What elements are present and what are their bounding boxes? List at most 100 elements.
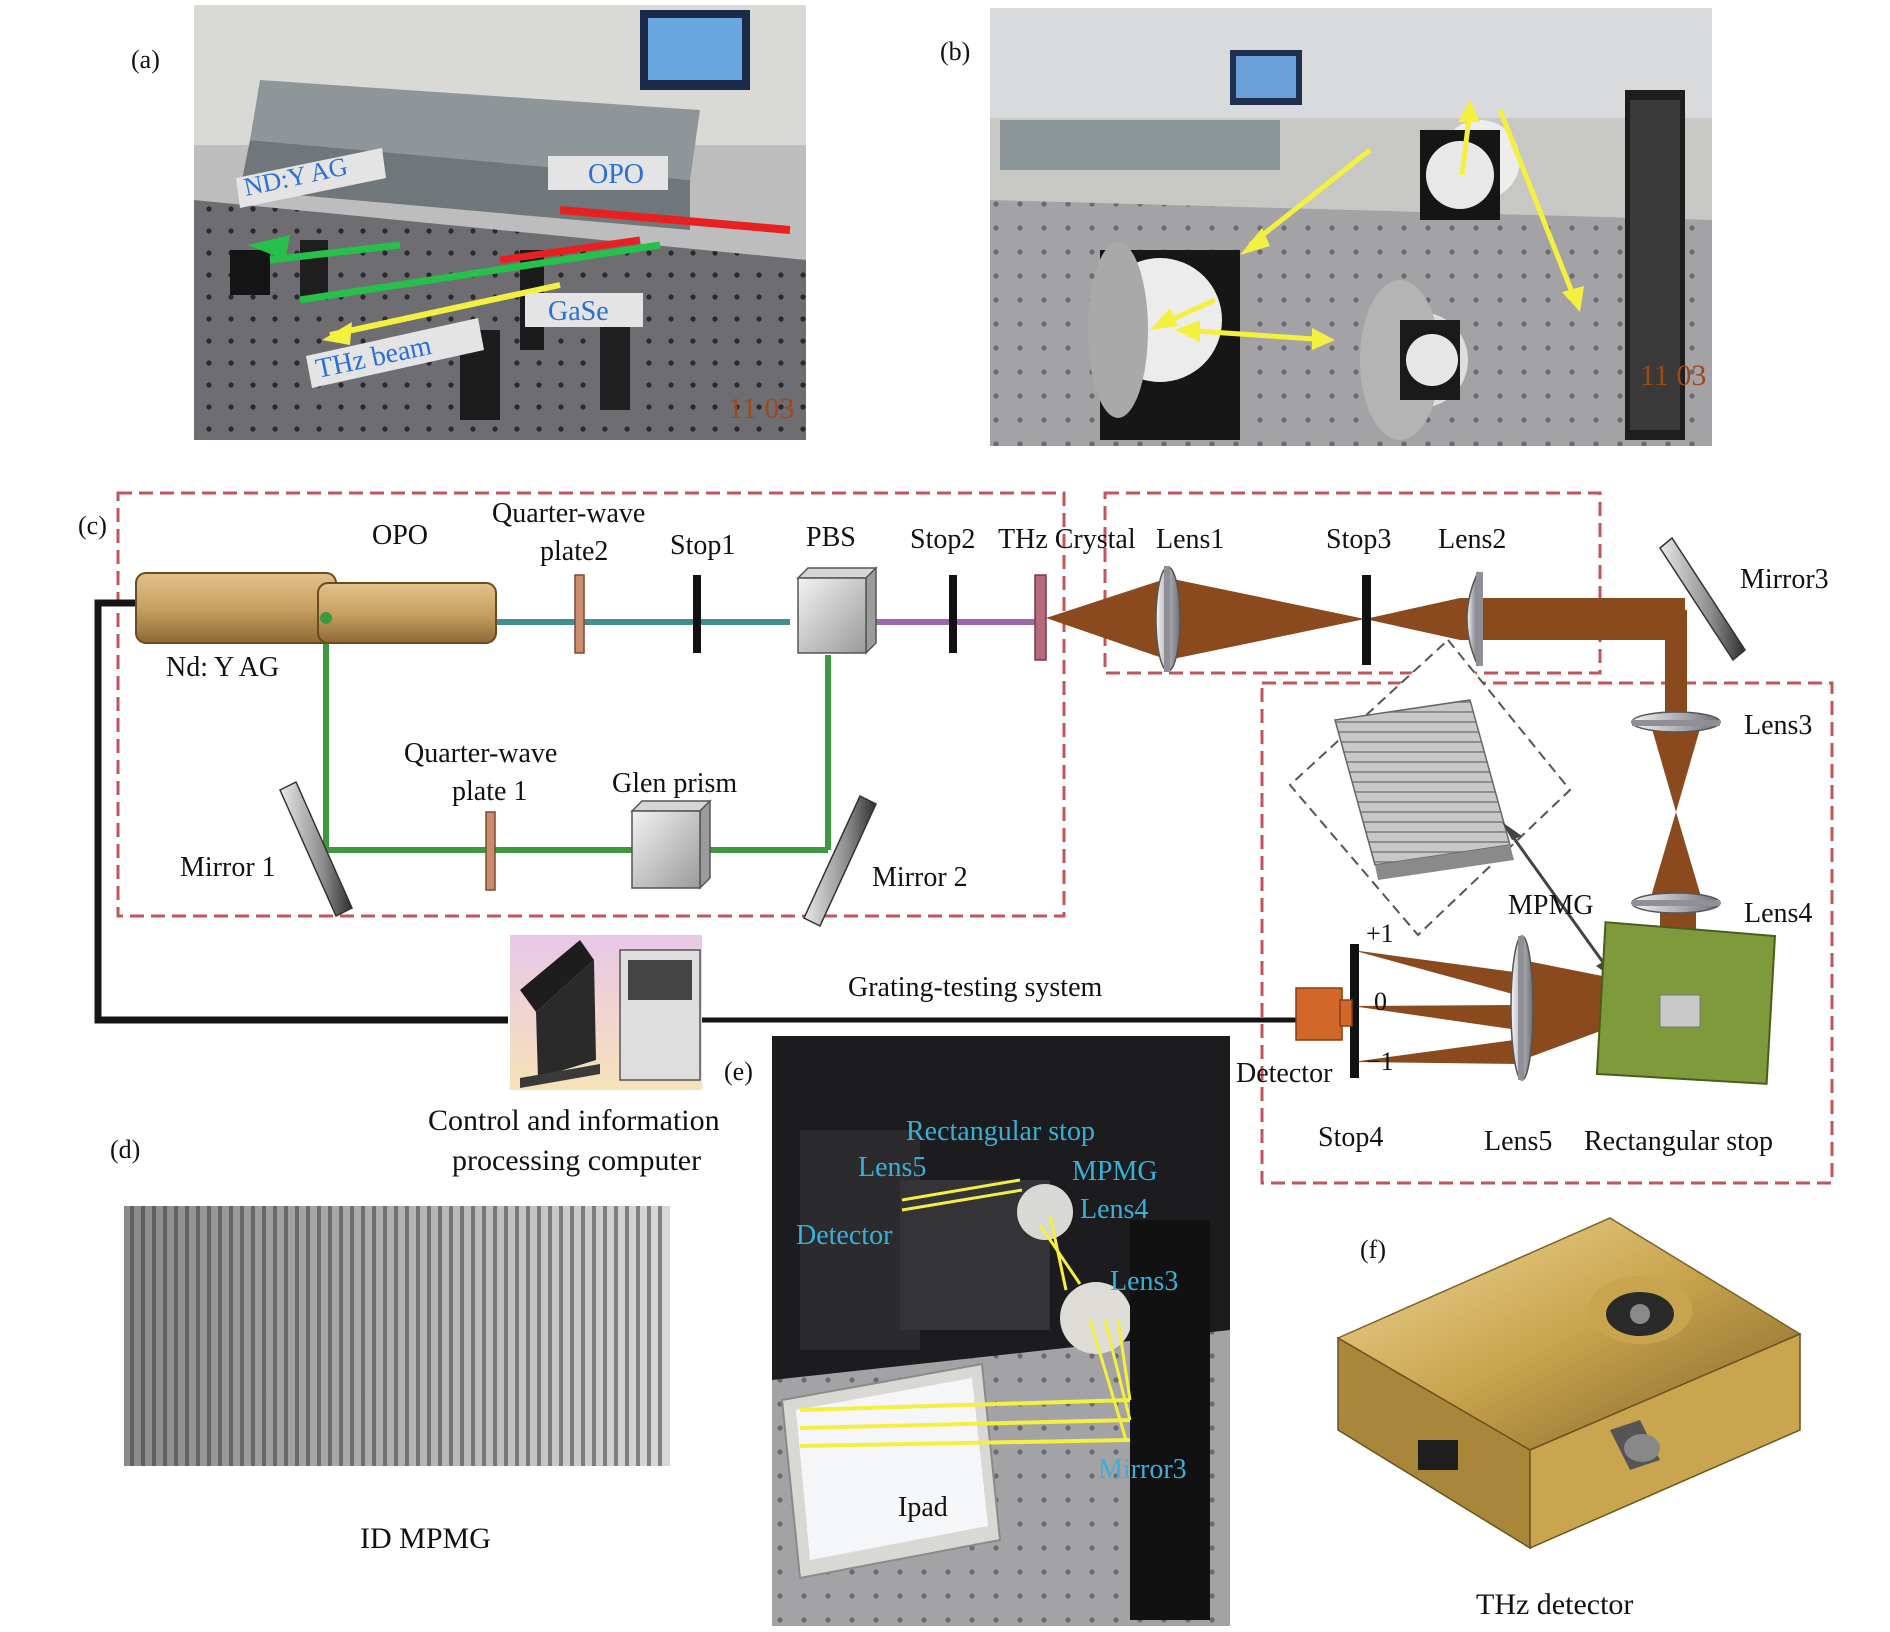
label-lens3: Lens3: [1744, 710, 1812, 741]
grating-stripe: [372, 1206, 376, 1466]
grating-stripe: [328, 1206, 332, 1466]
panel-b-letter: (b): [940, 37, 970, 66]
label-stop2: Stop2: [910, 524, 975, 555]
grating-stripe: [625, 1206, 629, 1466]
label-mpmg: MPMG: [1508, 890, 1594, 921]
grating-stripe: [603, 1206, 607, 1466]
grating-stripe: [284, 1206, 288, 1466]
panel-e-photo: Rectangular stop Lens5 MPMG Lens4 Detect…: [772, 1036, 1230, 1626]
grating-stripe: [196, 1206, 200, 1466]
panel-d-photo: [124, 1206, 670, 1466]
grating-stripe: [251, 1206, 255, 1466]
grating-test-dashed-box: [1260, 681, 1834, 1185]
grating-stripe: [614, 1206, 618, 1466]
label-glen-prism: Glen prism: [612, 768, 737, 799]
panel-f-photo: [1336, 1217, 1802, 1550]
source-dashed-box: [116, 491, 1066, 918]
panel-b: (b): [940, 8, 1712, 446]
grating-stripe: [361, 1206, 365, 1466]
label-qwp2-line1: Quarter-wave: [492, 498, 645, 529]
label-order-plus1: +1: [1366, 919, 1394, 948]
detector-block: [1295, 987, 1353, 1041]
lens-1: [1155, 566, 1181, 672]
grating-stripe: [449, 1206, 453, 1466]
grating-plate: [1595, 921, 1777, 1085]
photo-b-stamp: 11 03: [1640, 359, 1706, 392]
stop-4: [1350, 944, 1359, 1078]
thz-focus-dashed-box: [1103, 491, 1602, 675]
grating-stripe: [350, 1206, 354, 1466]
panel-e-letter: (e): [724, 1057, 753, 1086]
mirror-1: [279, 780, 353, 918]
lens-5: [1510, 935, 1534, 1081]
lens-4: [1631, 892, 1721, 914]
photo-e-lens5-label: Lens5: [858, 1152, 926, 1183]
label-computer-line2: processing computer: [452, 1144, 701, 1177]
panel-a-letter: (a): [131, 45, 160, 74]
photo-a-gase-label: GaSe: [548, 296, 609, 327]
panel-f-caption: THz detector: [1476, 1588, 1633, 1621]
grating-stripes: [130, 1206, 662, 1466]
panel-f-letter: (f): [1360, 1235, 1386, 1264]
panel-b-photo: 11 03: [990, 8, 1712, 446]
control-computer: [510, 935, 702, 1090]
grating-stripe: [504, 1206, 508, 1466]
label-order-zero: 0: [1374, 987, 1387, 1016]
grating-stripe: [306, 1206, 310, 1466]
grating-stripe: [174, 1206, 178, 1466]
quarter-wave-plate-1: [485, 811, 496, 891]
grating-stripe: [482, 1206, 486, 1466]
grating-stripe: [141, 1206, 145, 1466]
label-thz-crystal: THz Crystal: [998, 524, 1136, 555]
glen-prism: [630, 799, 712, 890]
grating-stripe: [548, 1206, 552, 1466]
panel-d: (d) ID MPMG: [110, 1135, 670, 1555]
mirror-2: [803, 794, 877, 928]
grating-stripe: [526, 1206, 530, 1466]
grating-stripe: [471, 1206, 475, 1466]
grating-stripe: [163, 1206, 167, 1466]
grating-stripe: [515, 1206, 519, 1466]
photo-e-mpmg-label: MPMG: [1072, 1156, 1158, 1187]
label-stop4: Stop4: [1318, 1122, 1383, 1153]
photo-a-stamp: 11 03: [728, 392, 794, 425]
label-computer-line1: Control and information: [428, 1104, 720, 1137]
ndyag-opo-laser: [135, 572, 497, 644]
grating-stripe: [416, 1206, 420, 1466]
control-cable: [94, 599, 508, 1024]
grating-stripe: [559, 1206, 563, 1466]
panel-a-photo: ND:Y AG OPO GaSe THz beam 11 03: [194, 5, 806, 440]
thz-crystal: [1034, 574, 1047, 661]
mirror-3: [1659, 536, 1746, 662]
mpmg-inset: [1288, 638, 1572, 937]
pbs-cube: [796, 566, 878, 655]
panel-c: (c): [78, 491, 1834, 1185]
grating-stripe: [229, 1206, 233, 1466]
grating-stripe: [295, 1206, 299, 1466]
grating-stripe: [636, 1206, 640, 1466]
photo-e-detector-label: Detector: [796, 1220, 893, 1251]
label-qwp1-line1: Quarter-wave: [404, 738, 557, 769]
quarter-wave-plate-2: [574, 574, 585, 654]
label-lens2: Lens2: [1438, 524, 1506, 555]
lens-2: [1466, 571, 1483, 667]
label-qwp2-line2: plate2: [540, 536, 608, 567]
grating-stripe: [460, 1206, 464, 1466]
panel-f: (f) THz detector: [1336, 1217, 1802, 1621]
grating-stripe: [240, 1206, 244, 1466]
grating-stripe: [438, 1206, 442, 1466]
label-qwp1-line2: plate 1: [452, 776, 527, 807]
stop-2: [949, 575, 957, 653]
grating-stripe: [218, 1206, 222, 1466]
grating-stripe: [658, 1206, 662, 1466]
mpmg-pointer-arrow: [1506, 829, 1612, 973]
label-lens5: Lens5: [1484, 1126, 1552, 1157]
label-ndyag: Nd: Y AG: [166, 652, 279, 683]
panel-d-letter: (d): [110, 1135, 140, 1164]
grating-stripe: [647, 1206, 651, 1466]
label-order-minus1: −1: [1366, 1047, 1394, 1076]
label-stop3: Stop3: [1326, 524, 1391, 555]
grating-stripe: [273, 1206, 277, 1466]
stop-1: [693, 575, 701, 653]
